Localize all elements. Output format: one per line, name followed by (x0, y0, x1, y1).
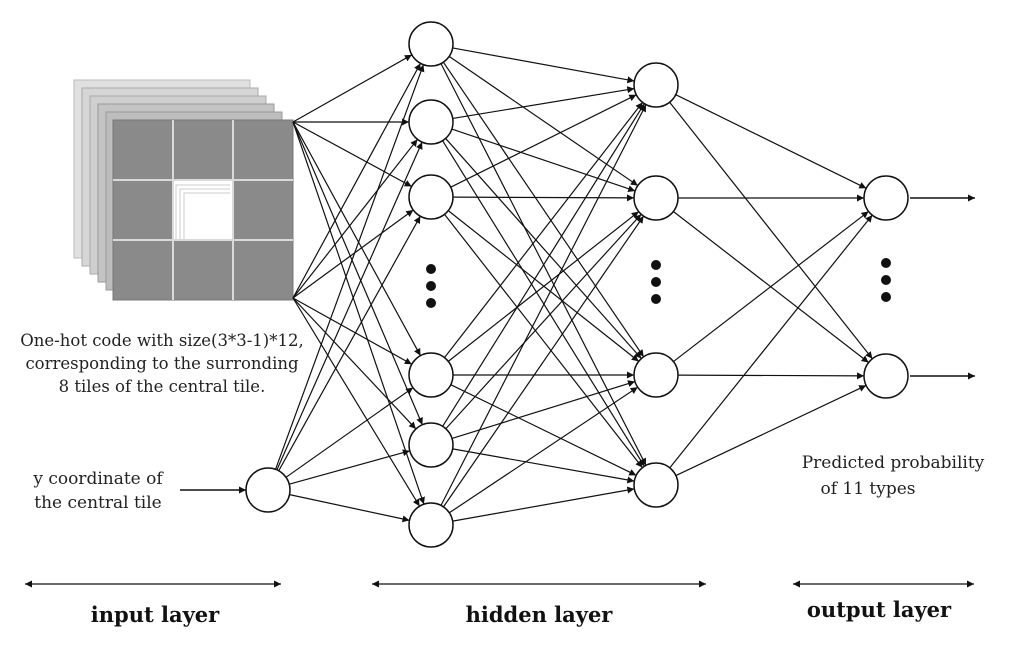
nodes (245, 21, 909, 548)
edge-y-to-h1-0 (274, 64, 425, 470)
edge-grid-bottom-to-h1-5 (292, 297, 421, 507)
edge-h1-2-to-h2-3 (444, 213, 643, 469)
hidden2-node-3 (633, 462, 679, 508)
edge-h1-2-to-h2-0 (450, 94, 637, 188)
output-desc-line1: Predicted probability (802, 453, 985, 473)
hidden-layer-label: hidden layer (466, 602, 614, 627)
edge-h1-5-to-h2-1 (442, 215, 645, 508)
hidden1-node-1 (408, 99, 454, 145)
edge-h2-2-to-out-1 (677, 372, 865, 380)
edge-grid-top-to-h1-4 (292, 121, 423, 426)
output-node-0 (863, 175, 909, 221)
output-node-1 (863, 353, 909, 399)
edge-grid-bottom-to-h1-2 (292, 209, 414, 299)
edge-h1-3-to-h2-3 (450, 384, 637, 476)
edge-h1-5-to-h2-3 (452, 486, 635, 522)
edge-h2-3-to-out-0 (669, 214, 873, 469)
edge-grid-bottom-to-h1-1 (292, 138, 418, 299)
y-input-label: y coordinate of the central tile (32, 469, 164, 513)
hidden1-node-2 (408, 174, 454, 220)
edge-grid-top-to-h1-0 (292, 54, 413, 123)
central-tile (174, 181, 232, 239)
one-hot-tile-stack (73, 79, 294, 301)
output-ellipsis (881, 258, 891, 302)
edge-h1-4-to-h2-1 (445, 213, 642, 430)
output-desc-line2: of 11 types (820, 479, 915, 499)
edge-h2-3-to-out-1 (675, 384, 867, 477)
hidden2-node-1 (633, 175, 679, 221)
output-description: Predicted probability of 11 types (802, 453, 985, 499)
hidden1-node-4 (408, 422, 454, 468)
edge-y-to-h1-1 (276, 141, 423, 471)
hidden2-node-2 (633, 352, 679, 398)
hidden-ellipsis-1 (426, 264, 436, 308)
edge-h1-2-to-h2-1 (452, 194, 635, 202)
edge-h1-1-to-h2-1 (451, 128, 636, 193)
edge-y-to-h1-2 (278, 215, 421, 472)
connections (274, 47, 873, 523)
edge-h1-3-to-h2-1 (447, 211, 640, 362)
edge-h1-5-to-h2-0 (440, 104, 647, 506)
edge-h1-5-to-h2-2 (448, 386, 639, 514)
edge-h1-1-to-h2-2 (445, 138, 642, 359)
edge-h1-1-to-h2-3 (442, 140, 645, 467)
hidden2-node-0 (633, 62, 679, 108)
edge-h1-4-to-h2-3 (452, 448, 635, 484)
edge-h2-0-to-out-0 (675, 94, 867, 189)
edge-y-to-h1-5 (289, 494, 410, 523)
edge-h1-4-to-h2-2 (451, 380, 636, 440)
edge-grid-top-to-h1-3 (292, 121, 421, 356)
edge-h1-0-to-h2-2 (442, 61, 645, 358)
edge-h2-2-to-out-0 (673, 210, 869, 363)
edge-grid-top-to-h1-5 (292, 121, 425, 505)
input-desc-line1: One-hot code with size(3*3-1)*12, (20, 331, 303, 350)
edge-h1-4-to-h2-0 (442, 103, 645, 427)
input-desc-line3: 8 tiles of the central tile. (59, 377, 266, 396)
edge-grid-bottom-to-h1-0 (292, 63, 422, 299)
input-node-y (245, 467, 291, 513)
y-input-line2: the central tile (34, 493, 161, 513)
edge-h1-0-to-h2-1 (448, 55, 639, 187)
edge-grid-bottom-to-h1-4 (292, 297, 417, 430)
hidden-ellipsis-2 (651, 260, 661, 304)
hidden1-node-0 (408, 21, 454, 67)
edge-h1-1-to-h2-0 (452, 86, 635, 120)
hidden1-node-3 (408, 352, 454, 398)
input-desc-line2: corresponding to the surronding (25, 354, 299, 373)
output-layer-label: output layer (807, 597, 952, 622)
tile-grid-front (112, 119, 294, 301)
edge-h1-0-to-h2-0 (452, 47, 635, 84)
edge-h2-0-to-out-1 (669, 101, 873, 360)
hidden1-node-5 (408, 502, 454, 548)
edge-h1-3-to-h2-0 (444, 102, 643, 358)
input-description: One-hot code with size(3*3-1)*12, corres… (20, 331, 303, 396)
edge-y-to-h1-4 (289, 449, 410, 485)
edge-grid-top-to-h1-2 (292, 121, 412, 188)
input-layer-label: input layer (91, 602, 220, 627)
y-input-line1: y coordinate of (32, 469, 164, 489)
